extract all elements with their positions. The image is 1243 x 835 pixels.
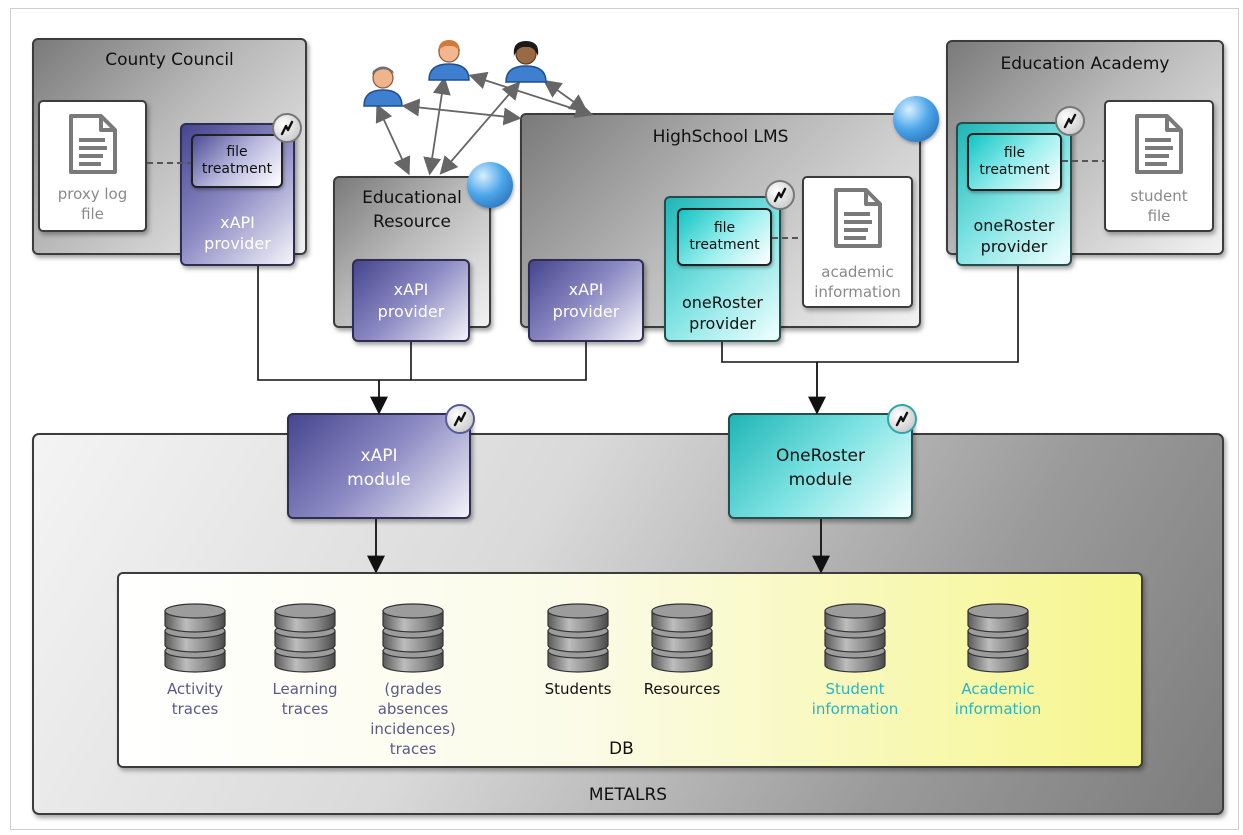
- user-arrow: [401, 98, 522, 126]
- database-icon: [824, 603, 886, 673]
- user-arrow: [543, 79, 588, 113]
- metalrs-label: METALRS: [588, 785, 668, 805]
- educational-resource-title-line2: Resource: [373, 212, 451, 232]
- file-treatment-line1: file: [226, 144, 248, 160]
- user-arrow: [375, 103, 411, 176]
- database-label-line: Student: [825, 680, 885, 698]
- plug-icon: [887, 404, 917, 434]
- file-treatment-line2: treatment: [201, 161, 273, 177]
- database-icon: [651, 603, 713, 673]
- oneroster-module-label-line2: module: [788, 470, 853, 490]
- globe-icon: [893, 96, 939, 142]
- edu-xapi-label-line1: xAPI: [393, 280, 429, 299]
- education-academy-title: Education Academy: [1000, 54, 1170, 74]
- academic-info-label-line2: information: [814, 283, 901, 301]
- database-item: Activity traces: [155, 601, 235, 761]
- database-label-line: (grades: [384, 680, 442, 698]
- academy-oneroster-label-line2: provider: [980, 237, 1048, 256]
- lms-xapi-label-line1: xAPI: [568, 280, 604, 299]
- database-label: Resources: [612, 679, 752, 699]
- database-item: Students: [538, 601, 618, 761]
- database-label: Students: [508, 679, 648, 699]
- database-label: Learning traces: [235, 679, 375, 719]
- lms-xapi-provider: xAPI provider: [528, 259, 644, 342]
- database-icon: [967, 603, 1029, 673]
- file-treatment-line2: treatment: [979, 162, 1050, 178]
- database-label-line: Resources: [643, 680, 721, 698]
- edu-resource-xapi-provider: xAPI provider: [352, 259, 470, 342]
- academic-info-label-line1: academic: [821, 263, 894, 281]
- database-label-line: traces: [281, 700, 329, 718]
- lms-xapi-label-line2: provider: [552, 302, 620, 321]
- database-label-line: information: [811, 700, 899, 718]
- database-icon: [382, 603, 444, 673]
- database-label-line: Students: [544, 680, 612, 698]
- database-item: Academic information: [955, 601, 1041, 761]
- highschool-lms-title: HighSchool LMS: [652, 127, 789, 147]
- database-label-line: Learning: [272, 680, 338, 698]
- database-label: (grades absences incidences) traces: [343, 679, 483, 759]
- county-council-title: County Council: [105, 50, 234, 70]
- oneroster-module-label-line1: OneRoster: [775, 446, 866, 466]
- xapi-module: xAPI module: [287, 413, 471, 519]
- diagram-frame: [10, 8, 1239, 830]
- user-arrow: [439, 81, 521, 175]
- document-icon: [69, 114, 117, 174]
- user-icon: [363, 66, 403, 107]
- plug-icon: [765, 180, 795, 210]
- xapi-module-label-line1: xAPI: [360, 446, 398, 466]
- educational-resource-title-line1: Educational: [362, 188, 462, 208]
- county-xapi-label-line1: xAPI: [220, 213, 255, 232]
- academy-oneroster-label-line1: oneRoster: [973, 216, 1055, 235]
- edu-xapi-label-line2: provider: [377, 302, 445, 321]
- database-item: Learning traces: [265, 601, 345, 761]
- file-treatment-line1: file: [1003, 145, 1026, 161]
- database-label-line: traces: [389, 740, 437, 758]
- proxy-log-label-line2: file: [81, 205, 104, 223]
- database-label-line: traces: [171, 700, 219, 718]
- lms-oneroster-label-line2: provider: [689, 314, 756, 333]
- xapi-join-line: [257, 266, 587, 381]
- database-label-line: Academic: [961, 680, 1035, 698]
- database-label-line: absences: [377, 700, 449, 718]
- database-label-line: incidences): [370, 720, 456, 738]
- student-file-box: student file: [1104, 100, 1214, 232]
- oneroster-module: OneRoster module: [728, 413, 913, 519]
- database-label: Student information: [785, 679, 925, 719]
- student-file-label-line2: file: [1147, 207, 1171, 225]
- user-icon: [428, 40, 470, 81]
- document-icon: [834, 188, 882, 248]
- academy-file-treatment: file treatment: [967, 133, 1062, 191]
- database-label-line: information: [954, 700, 1042, 718]
- database-label: Activity traces: [125, 679, 265, 719]
- academic-information-box: academic information: [802, 176, 913, 308]
- proxy-log-file-box: proxy log file: [38, 100, 147, 232]
- oneroster-join-line: [721, 266, 1019, 363]
- user-icon: [505, 41, 547, 83]
- database-label-line: Activity: [166, 680, 224, 698]
- file-treatment-line2: treatment: [689, 237, 760, 253]
- database-icon: [547, 603, 609, 673]
- student-file-label-line1: student: [1130, 187, 1188, 205]
- database-icon: [164, 603, 226, 673]
- document-icon: [1135, 114, 1183, 174]
- plug-icon: [272, 113, 302, 143]
- database-item: Student information: [812, 601, 898, 761]
- county-xapi-label-line2: provider: [204, 234, 271, 253]
- user-arrow: [423, 76, 451, 176]
- lms-file-treatment: file treatment: [677, 208, 772, 266]
- database-label: Academic information: [928, 679, 1068, 719]
- database-item: (grades absences incidences) traces: [370, 601, 456, 761]
- proxy-log-label-line1: proxy log: [57, 185, 128, 203]
- county-file-treatment: file treatment: [191, 134, 283, 188]
- xapi-module-label-line2: module: [347, 470, 411, 490]
- plug-icon: [1055, 106, 1085, 136]
- lms-oneroster-label-line1: oneRoster: [682, 293, 763, 312]
- plug-icon: [445, 404, 475, 434]
- database-item: Resources: [642, 601, 722, 761]
- db-title: DB: [609, 739, 634, 759]
- database-icon: [274, 603, 336, 673]
- file-treatment-line1: file: [713, 220, 736, 236]
